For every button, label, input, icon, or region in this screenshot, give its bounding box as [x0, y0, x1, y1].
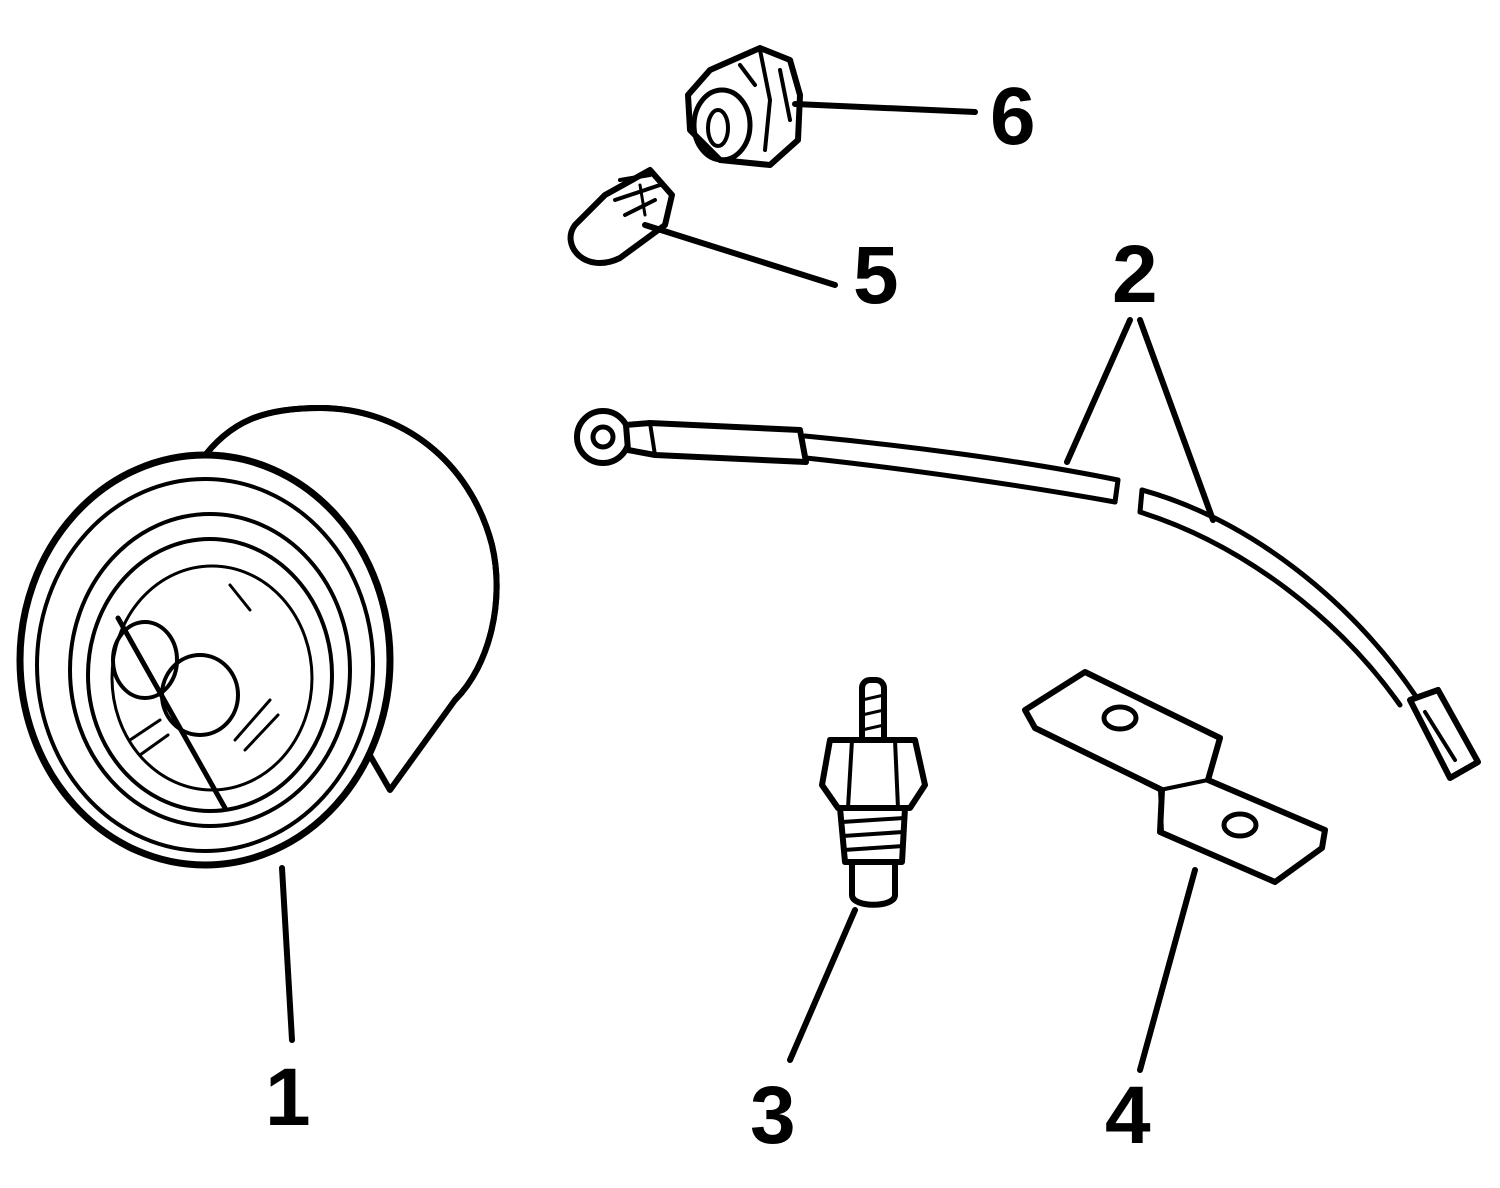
leader-4 — [1137, 867, 1198, 1073]
part-4-bracket — [1022, 669, 1328, 1073]
leader-2-a — [1064, 317, 1133, 465]
leader-5 — [642, 222, 838, 288]
part-2-wire — [574, 317, 1481, 781]
leader-3 — [787, 907, 858, 1063]
callout-4: 4 — [1105, 1070, 1151, 1161]
part-5-bulb — [567, 167, 838, 288]
leader-2-b — [1137, 317, 1216, 523]
callout-2: 2 — [1112, 229, 1158, 320]
part-3-sender — [787, 677, 928, 1063]
callout-6: 6 — [990, 71, 1036, 162]
callout-3: 3 — [750, 1070, 796, 1161]
part-1-gauge — [16, 405, 500, 1043]
callout-5: 5 — [853, 230, 899, 321]
leader-1 — [279, 865, 295, 1043]
part-6-socket — [685, 45, 978, 168]
leader-6 — [792, 101, 978, 115]
callout-1: 1 — [265, 1052, 311, 1143]
